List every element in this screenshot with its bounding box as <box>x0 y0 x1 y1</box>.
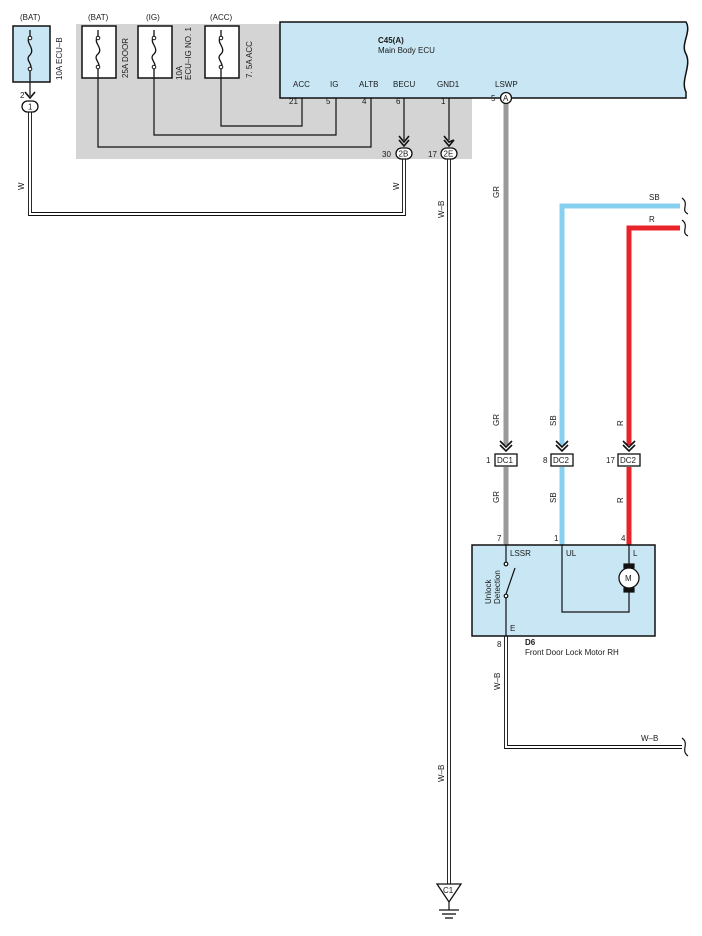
wire-r <box>626 225 680 545</box>
ecu-pin-ig: 5 <box>326 97 331 106</box>
wire-wb-label-bottom: W–B <box>437 765 446 782</box>
ecu-terminal-ig: IG <box>330 80 338 89</box>
connector-dc1: DC1 1 <box>486 453 518 467</box>
wire-sb-break <box>681 197 689 215</box>
ground-label: C1 <box>443 886 454 895</box>
connector-dc2-sb-pin: 8 <box>543 456 548 465</box>
wire-wb-label-top: W–B <box>437 201 446 218</box>
fuse-acc-name: 7. 5A ACC <box>245 41 254 78</box>
motor-code: D6 <box>525 638 536 647</box>
connector-2b-pin: 30 <box>382 150 391 159</box>
ecu-lswp-connector: A <box>499 91 513 105</box>
fuse-ecu-ig: (IG) 10A ECU–IG NO. 1 <box>137 13 193 80</box>
ecu-terminal-gnd1: GND1 <box>437 80 460 89</box>
motor-symbol: M <box>625 574 632 583</box>
wire-gr-label-2: GR <box>492 414 501 426</box>
connector-2e-label: 2E <box>444 150 454 159</box>
connector-2b-label: 2B <box>399 150 409 159</box>
wire-sb-label-3: SB <box>549 492 558 503</box>
motor-terminal-e: E <box>510 624 515 633</box>
motor-icon: M <box>618 567 640 589</box>
wire-w-label-right: W <box>392 182 401 190</box>
wire-sb <box>559 203 680 545</box>
motor-pin-l: 4 <box>621 534 626 543</box>
wire-r-break <box>681 219 689 237</box>
motor-name: Front Door Lock Motor RH <box>525 648 619 657</box>
fuse-to-ecu-wiring <box>97 76 372 148</box>
junction-arrows <box>398 135 455 148</box>
fuse-acc-source: (ACC) <box>210 13 233 22</box>
fuse-ecu-b-source: (BAT) <box>20 13 41 22</box>
fuse-door: (BAT) 25A DOOR <box>81 13 130 79</box>
wire-wb-motor <box>504 636 682 749</box>
connector-dc2-r-pin: 17 <box>606 456 615 465</box>
ecu-pin-becu: 6 <box>396 97 401 106</box>
fuse-ecu-ig-name-1: 10A <box>175 65 184 80</box>
lswp-connector-letter: A <box>503 94 509 103</box>
connector-1-arrow <box>24 91 36 100</box>
fuse-ecu-b-symbol <box>27 30 33 80</box>
ecu-pin-gnd1: 1 <box>441 97 446 106</box>
connector-1: 1 2 <box>20 91 39 113</box>
fuse-door-name: 25A DOOR <box>121 38 130 78</box>
wire-wb-motor-label-1: W–B <box>493 673 502 690</box>
fuse-acc: (ACC) 7. 5A ACC <box>204 13 254 79</box>
ecu-to-junction-wires <box>403 98 450 140</box>
fuse-ecu-b-name: 10A ECU–B <box>55 37 64 80</box>
ecu-terminal-lswp: LSWP <box>495 80 518 89</box>
fuse-ecu-ig-source: (IG) <box>146 13 160 22</box>
wire-sb-label-top: SB <box>649 193 660 202</box>
ecu-name: Main Body ECU <box>378 46 435 55</box>
motor-pin-ul: 1 <box>554 534 559 543</box>
connector-2e: 2E 17 <box>428 147 458 160</box>
motor-terminal-lssr: LSSR <box>510 549 531 558</box>
wire-wb-motor-label-2: W–B <box>641 734 658 743</box>
ecu-pin-altb: 4 <box>362 97 367 106</box>
ecu-terminal-becu: BECU <box>393 80 415 89</box>
fuse-door-source: (BAT) <box>88 13 109 22</box>
ecu-terminal-altb: ALTB <box>359 80 378 89</box>
wire-gr-label-3: GR <box>492 491 501 503</box>
ecu-terminal-acc: ACC <box>293 80 310 89</box>
ecu-code: C45(A) <box>378 36 404 45</box>
connector-2e-pin: 17 <box>428 150 437 159</box>
fuse-ecu-b: (BAT) 10A ECU–B <box>12 13 64 83</box>
ecu-pin-acc: 21 <box>289 97 298 106</box>
ecu-pin-lswp: 5 <box>491 94 496 103</box>
switch-label-unlock: Unlock <box>484 579 493 604</box>
fuse-ecu-ig-name-2: ECU–IG NO. 1 <box>184 27 193 80</box>
motor-terminal-l: L <box>633 549 638 558</box>
wire-gr-label-1: GR <box>492 186 501 198</box>
connector-2b: 2B 30 <box>382 147 413 160</box>
wire-r-label-top: R <box>649 215 655 224</box>
wire-wb-ground <box>447 159 451 888</box>
motor-pin-lssr: 7 <box>497 534 502 543</box>
connector-1-label: 1 <box>28 103 33 112</box>
motor-pin-e: 8 <box>497 640 502 649</box>
wire-w <box>28 112 406 216</box>
wire-wb-break <box>681 737 689 757</box>
unlock-detection-switch <box>503 545 516 636</box>
main-body-ecu: C45(A) Main Body ECU ACC IG ALTB BECU GN… <box>279 21 689 99</box>
motor-terminal-ul: UL <box>566 549 577 558</box>
wire-sb-label-2: SB <box>549 415 558 426</box>
ground-c1: C1 <box>435 883 463 919</box>
wire-r-label-2: R <box>616 420 625 426</box>
wire-w-label-left: W <box>17 182 26 190</box>
switch-label-detection: Detection <box>493 570 502 604</box>
connector-dc1-label: DC1 <box>497 456 514 465</box>
connector-dc2-sb-label: DC2 <box>553 456 570 465</box>
connector-arrows <box>499 440 636 453</box>
wire-r-label-3: R <box>616 497 625 503</box>
connector-dc2-sb: DC2 8 <box>543 453 574 467</box>
connector-dc2-r: DC2 17 <box>606 453 641 467</box>
connector-dc1-pin: 1 <box>486 456 491 465</box>
connector-dc2-r-label: DC2 <box>620 456 637 465</box>
connector-1-pin: 2 <box>20 91 25 100</box>
